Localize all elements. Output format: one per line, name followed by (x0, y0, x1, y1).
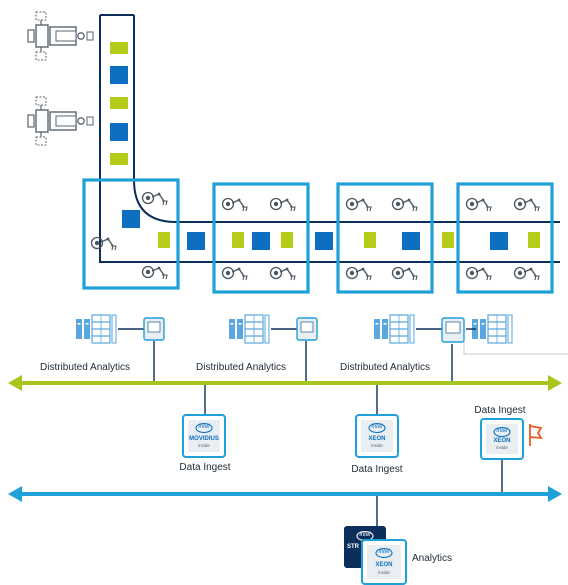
conveyor-belt (99, 14, 560, 263)
server-rack-icon (75, 314, 117, 344)
chip-brand: intel (359, 532, 371, 538)
intel-chip-icon (441, 317, 465, 343)
robot-arm-icon (221, 266, 248, 281)
data-ingest-label: Data Ingest (351, 464, 403, 475)
camera-icon (27, 11, 94, 61)
product-blocks (110, 42, 540, 250)
divider-line (463, 342, 568, 355)
camera-icon (27, 96, 94, 146)
chip-brand: intel (496, 428, 508, 434)
ingest-connectors (204, 385, 503, 526)
robot-arm-icon (465, 266, 492, 281)
analytics-label: Analytics (412, 553, 453, 564)
chip-model: STR (347, 544, 359, 550)
robot-arm-icon (391, 197, 418, 212)
data-ingest-label: Data Ingest (179, 462, 231, 473)
intel-xeon-chip (361, 539, 407, 585)
chip-model: XEON (368, 436, 386, 442)
intel-xeon-chip (355, 414, 399, 458)
robot-arm-icon (345, 266, 372, 281)
distributed-analytics-label: Distributed Analytics (196, 362, 287, 373)
chip-model: MOVIDIUS (189, 436, 219, 442)
intel-xeon-chip (480, 418, 524, 460)
distributed-analytics-label: Distributed Analytics (40, 362, 131, 373)
chip-inside: inside (378, 570, 390, 575)
chip-model: XEON (375, 562, 393, 568)
chip-inside: inside (198, 443, 210, 448)
robot-arm-icon (141, 265, 168, 280)
robot-arm-icon (465, 197, 492, 212)
server-rack-icon (373, 314, 415, 344)
server-rack-icon (228, 314, 270, 344)
flag-icon (529, 424, 543, 446)
robot-arm-icon (345, 197, 372, 212)
robot-arm-icon (513, 197, 540, 212)
data-ingest-label: Data Ingest (474, 405, 526, 416)
robot-arm-icon (269, 266, 296, 281)
chip-inside: inside (371, 443, 383, 448)
station-boxes (82, 178, 554, 294)
chip-brand: intel (371, 424, 383, 430)
distributed-analytics-label: Distributed Analytics (340, 362, 431, 373)
rack-connectors (118, 328, 476, 382)
chip-inside: inside (496, 445, 508, 450)
chip-brand: intel (198, 424, 210, 430)
chip-brand: intel (378, 549, 390, 555)
robot-arm-icon (221, 197, 248, 212)
intel-chip-icon (143, 317, 165, 341)
robot-arm-icon (269, 197, 296, 212)
robot-arm-icon (141, 191, 168, 206)
chip-model: XEON (493, 438, 511, 444)
robot-arm-icon (513, 266, 540, 281)
intel-chip-icon (296, 317, 318, 341)
server-rack-icon (471, 314, 513, 344)
intel-movidius-chip (182, 414, 226, 458)
robot-arm-icon (391, 266, 418, 281)
analytics-bus (8, 375, 562, 391)
robot-arm-icon (90, 236, 117, 251)
ingest-bus (8, 486, 562, 502)
